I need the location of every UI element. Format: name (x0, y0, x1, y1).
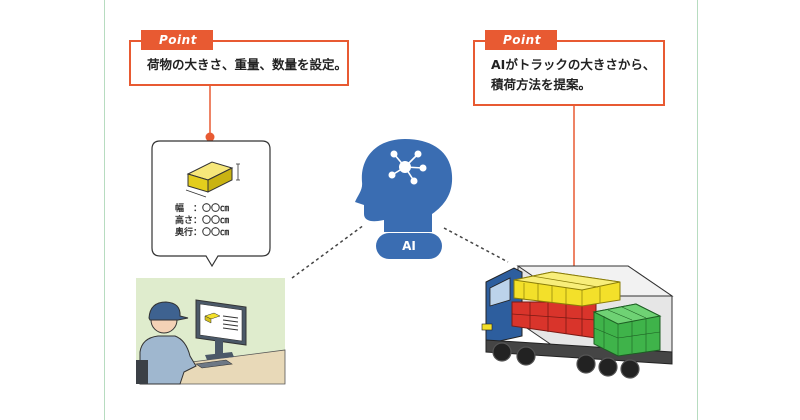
point-tab-left: Point (141, 30, 213, 50)
left-connector-dot (205, 132, 215, 142)
spec-width: 幅 ：〇〇㎝ (175, 204, 230, 214)
dotted-link-left (291, 224, 365, 279)
spec-depth: 奥行：〇〇㎝ (175, 228, 230, 238)
truck-illustration (481, 265, 674, 379)
yellow-cargo-stack (513, 271, 621, 307)
point-callout-left: Point 荷物の大きさ、重量、数量を設定。 (129, 30, 349, 86)
worker-at-computer-scene (136, 278, 286, 385)
point-tab-right: Point (485, 30, 557, 50)
spec-height: 高さ：〇〇㎝ (175, 216, 230, 226)
point-callout-right: Point AIがトラックの大きさから、 積荷方法を提案。 (473, 30, 665, 106)
worker-icon (136, 301, 197, 385)
ai-head-icon (355, 139, 453, 232)
spec-card-bubble (151, 140, 271, 268)
point-text-right: AIがトラックの大きさから、 積荷方法を提案。 (491, 57, 656, 92)
spec-list: 幅 ：〇〇㎝ 高さ：〇〇㎝ 奥行：〇〇㎝ (175, 203, 229, 239)
green-cargo-stack (592, 303, 662, 357)
point-text-left: 荷物の大きさ、重量、数量を設定。 (147, 57, 348, 72)
ai-badge: AI (376, 233, 442, 259)
package-icon (185, 161, 240, 198)
content-frame (104, 0, 698, 420)
dotted-link-right (443, 227, 509, 263)
monitor-icon (195, 299, 247, 360)
